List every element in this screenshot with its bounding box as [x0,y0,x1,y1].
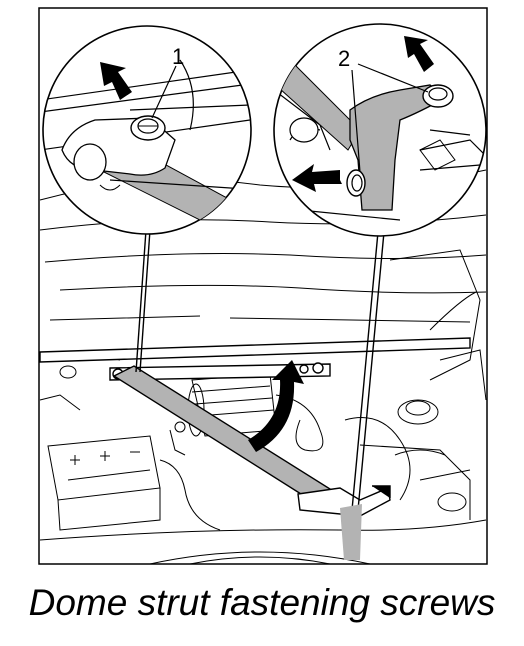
strut-crossbar [39,337,471,381]
curved-arrow-icon [248,360,304,452]
detail-1-contents [43,59,251,234]
detail-2-contents [274,36,486,221]
arrow-up-icon [100,62,132,100]
arrow-left-icon [292,164,342,192]
figure-border [38,7,488,565]
callout-1-label: 1 [172,44,184,69]
dome-strut-diagonal [112,365,391,517]
callout-2-leader-a [351,69,361,173]
callout-2-label: 2 [338,46,350,71]
callout-2-leader-b [357,63,429,93]
strut-mount-shade [340,504,362,560]
figure-caption: Dome strut fastening screws [28,582,496,623]
arrow-up-icon [404,36,434,72]
leader-lines [135,229,385,511]
callout-1-leader [151,65,177,119]
